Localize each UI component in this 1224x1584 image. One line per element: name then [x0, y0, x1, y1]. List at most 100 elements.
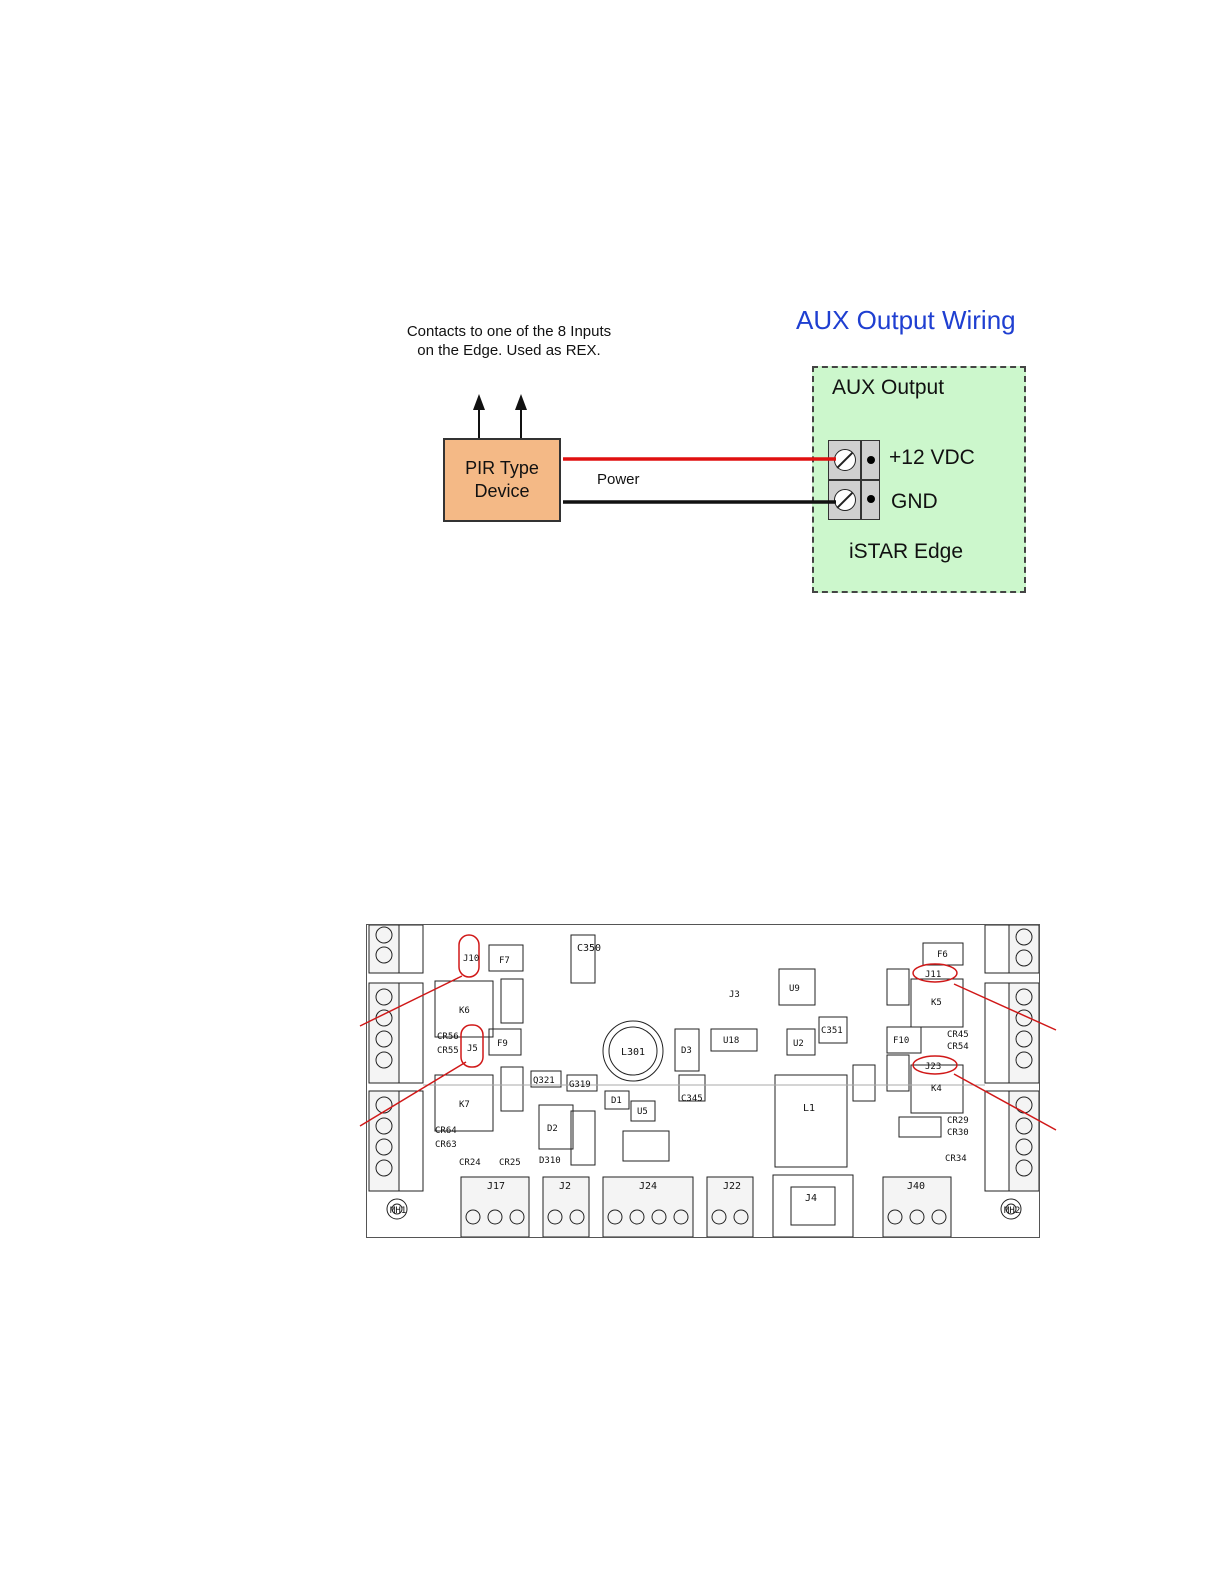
component-d1	[604, 1090, 630, 1110]
component-u9	[778, 968, 816, 1006]
component-sw7	[622, 1130, 670, 1162]
connector-j40	[882, 1176, 952, 1237]
edge-name-label: iSTAR Edge	[849, 540, 963, 563]
arrow-head-icon	[515, 394, 527, 410]
board-label-d1: D1	[611, 1096, 622, 1106]
board-label-j11: J11	[925, 970, 941, 980]
board-label-c350: C350	[577, 943, 601, 954]
connector-j22	[706, 1176, 754, 1237]
board-label-j17: J17	[487, 1181, 505, 1192]
pir-device-box: PIR Type Device	[443, 438, 561, 522]
component-g319	[566, 1074, 598, 1092]
component-q321	[530, 1070, 562, 1088]
component-u2	[786, 1028, 816, 1056]
board-label-cr54: CR54	[947, 1042, 969, 1052]
component-sw-right-1	[886, 968, 910, 1006]
component-l301	[602, 1020, 664, 1082]
component-sw-left-2	[500, 1066, 524, 1112]
terminal-block-right-top	[1008, 925, 1039, 974]
board-label-c351: C351	[821, 1026, 843, 1036]
board-label-d3: D3	[681, 1046, 692, 1056]
board-label-j3: J3	[729, 990, 740, 1000]
board-label-d2: D2	[547, 1124, 558, 1134]
connector-j24	[602, 1176, 694, 1237]
board-label-cr25: CR25	[499, 1158, 521, 1168]
mounting-hole-mh2	[1000, 1198, 1022, 1220]
pin-label-gnd: GND	[891, 490, 938, 513]
board-label-cr55: CR55	[437, 1046, 459, 1056]
board-label-j5: J5	[467, 1044, 478, 1054]
component-sw-right-2	[886, 1054, 910, 1092]
board-label-g319: G319	[569, 1080, 591, 1090]
jumper-j23-highlight	[912, 1055, 958, 1075]
terminal-block-left-top	[368, 925, 400, 974]
board-label-cr64: CR64	[435, 1126, 457, 1136]
component-c350	[570, 934, 596, 984]
board-label-cr24: CR24	[459, 1158, 481, 1168]
board-label-c345: C345	[681, 1094, 703, 1104]
component-c345	[678, 1074, 706, 1102]
board-label-l301: L301	[621, 1047, 645, 1058]
connector-j17	[460, 1176, 530, 1237]
board-label-mh1: MH1	[390, 1206, 406, 1216]
connector-j2	[542, 1176, 590, 1237]
board-label-cr34: CR34	[945, 1154, 967, 1164]
pir-device-label-line2: Device	[474, 481, 530, 501]
component-sw-left-1	[500, 978, 524, 1024]
component-u18	[710, 1028, 758, 1052]
aux-output-label: AUX Output	[832, 376, 945, 399]
component-f9	[488, 1028, 522, 1056]
board-label-f6: F6	[937, 950, 948, 960]
board-label-f7: F7	[499, 956, 510, 966]
circuit-board-svg: F7 K6 F9 K7 D3 U18 U2 U9 C351 F6 K5 F10 …	[368, 925, 1039, 1237]
board-label-cr45: CR45	[947, 1030, 969, 1040]
component-d3	[674, 1028, 700, 1072]
component-c353	[852, 1064, 876, 1102]
pin-label-12vdc: +12 VDC	[889, 446, 975, 469]
board-label-u5: U5	[637, 1107, 648, 1117]
jumper-j5-highlight	[460, 1024, 484, 1068]
board-label-u2: U2	[793, 1039, 804, 1049]
board-label-k6: K6	[459, 1006, 470, 1016]
component-sw6	[898, 1116, 942, 1138]
component-f10	[886, 1026, 922, 1054]
jumper-j11-highlight	[912, 963, 958, 983]
board-label-d310: D310	[539, 1156, 561, 1166]
pir-device-label-line1: PIR Type	[465, 458, 539, 478]
board-label-cr56: CR56	[437, 1032, 459, 1042]
component-f11	[570, 1110, 596, 1166]
board-label-j24: J24	[639, 1181, 657, 1192]
pin-dot-icon	[867, 495, 875, 503]
power-wire-label: Power	[597, 471, 640, 488]
component-c351	[818, 1016, 848, 1044]
circuit-board-drawing: F7 K6 F9 K7 D3 U18 U2 U9 C351 F6 K5 F10 …	[366, 924, 1040, 1238]
board-label-j40: J40	[907, 1181, 925, 1192]
board-label-f10: F10	[893, 1036, 909, 1046]
connector-j4	[772, 1174, 854, 1237]
component-l1	[774, 1074, 848, 1168]
board-label-j4: J4	[805, 1193, 817, 1204]
board-label-l1: L1	[803, 1103, 815, 1114]
board-label-j2: J2	[559, 1181, 571, 1192]
pin-dot-icon	[867, 456, 875, 464]
board-label-u9: U9	[789, 984, 800, 994]
board-label-k7: K7	[459, 1100, 470, 1110]
board-label-j10: J10	[463, 954, 479, 964]
board-label-k5: K5	[931, 998, 942, 1008]
component-u5	[630, 1100, 656, 1122]
board-label-cr29: CR29	[947, 1116, 969, 1126]
board-label-k4: K4	[931, 1084, 942, 1094]
board-label-cr63: CR63	[435, 1140, 457, 1150]
arrow-head-icon	[473, 394, 485, 410]
screw-terminal-icon	[834, 449, 856, 471]
board-label-u18: U18	[723, 1036, 739, 1046]
mounting-hole-mh1	[386, 1198, 408, 1220]
component-d2	[538, 1104, 574, 1150]
board-label-mh2: MH2	[1004, 1206, 1020, 1216]
board-label-j23: J23	[925, 1062, 941, 1072]
board-label-f9: F9	[497, 1039, 508, 1049]
diagram-title: AUX Output Wiring	[796, 305, 1016, 335]
component-f7	[488, 944, 524, 972]
